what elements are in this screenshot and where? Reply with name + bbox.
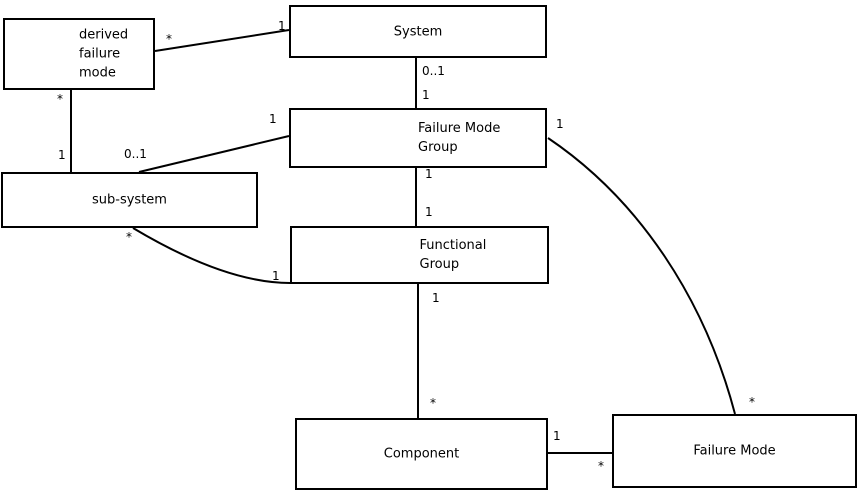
class-box-failure-mode[interactable]: Failure Mode: [612, 414, 857, 488]
connector-failure-mode-group--failure-mode: [547, 137, 736, 415]
class-box-sub-system[interactable]: sub-system: [1, 172, 258, 228]
multiplicity-mult-fmg-to-fg-near: 1: [425, 167, 433, 181]
class-box-component[interactable]: Component: [295, 418, 548, 490]
multiplicity-mult-fmg-to-fm-near: 1: [556, 117, 564, 131]
class-box-functional-group[interactable]: Functional Group: [290, 226, 549, 284]
class-name-functional-group: Functional Group: [419, 238, 487, 272]
multiplicity-mult-dfm-to-subsystem-far: 1: [58, 148, 66, 162]
class-name-component: Component: [383, 446, 460, 462]
multiplicity-mult-subsystem-to-fmg-near: 0..1: [124, 147, 147, 161]
class-name-failure-mode-group: Failure Mode Group: [418, 121, 501, 155]
multiplicity-mult-fg-to-component-far: *: [430, 396, 436, 410]
multiplicity-mult-dfm-to-subsystem-near: *: [57, 92, 63, 106]
class-name-sub-system: sub-system: [92, 192, 167, 208]
multiplicity-mult-subsystem-to-fg-near: *: [126, 230, 132, 244]
multiplicity-mult-component-to-fm-near: 1: [553, 429, 561, 443]
class-name-system: System: [393, 24, 443, 39]
multiplicity-mult-dfm-to-system-near: *: [166, 32, 172, 46]
class-box-derived-failure-mode[interactable]: derived failure mode: [3, 18, 155, 90]
connector-sub-system--functional-group: [132, 227, 291, 284]
multiplicity-mult-component-to-fm-far: *: [598, 459, 604, 473]
multiplicity-mult-fg-to-component-near: 1: [432, 291, 440, 305]
class-box-system[interactable]: System: [289, 5, 547, 58]
multiplicity-mult-system-to-fmg-near: 0..1: [422, 64, 445, 78]
multiplicity-mult-subsystem-to-fg-far: 1: [272, 269, 280, 283]
multiplicity-mult-fmg-to-fm-far: *: [749, 395, 755, 409]
class-name-failure-mode: Failure Mode: [693, 443, 776, 459]
connector-sub-system--failure-mode-group: [138, 135, 290, 173]
connector-derived-failure-mode--system: [154, 29, 290, 52]
class-name-derived-failure-mode: derived failure mode: [79, 27, 129, 81]
class-box-failure-mode-group[interactable]: Failure Mode Group: [289, 108, 547, 168]
multiplicity-mult-dfm-to-system-far: 1: [278, 19, 286, 33]
multiplicity-mult-subsystem-to-fmg-far: 1: [269, 112, 277, 126]
multiplicity-mult-system-to-fmg-far: 1: [422, 88, 430, 102]
multiplicity-mult-fmg-to-fg-far: 1: [425, 205, 433, 219]
